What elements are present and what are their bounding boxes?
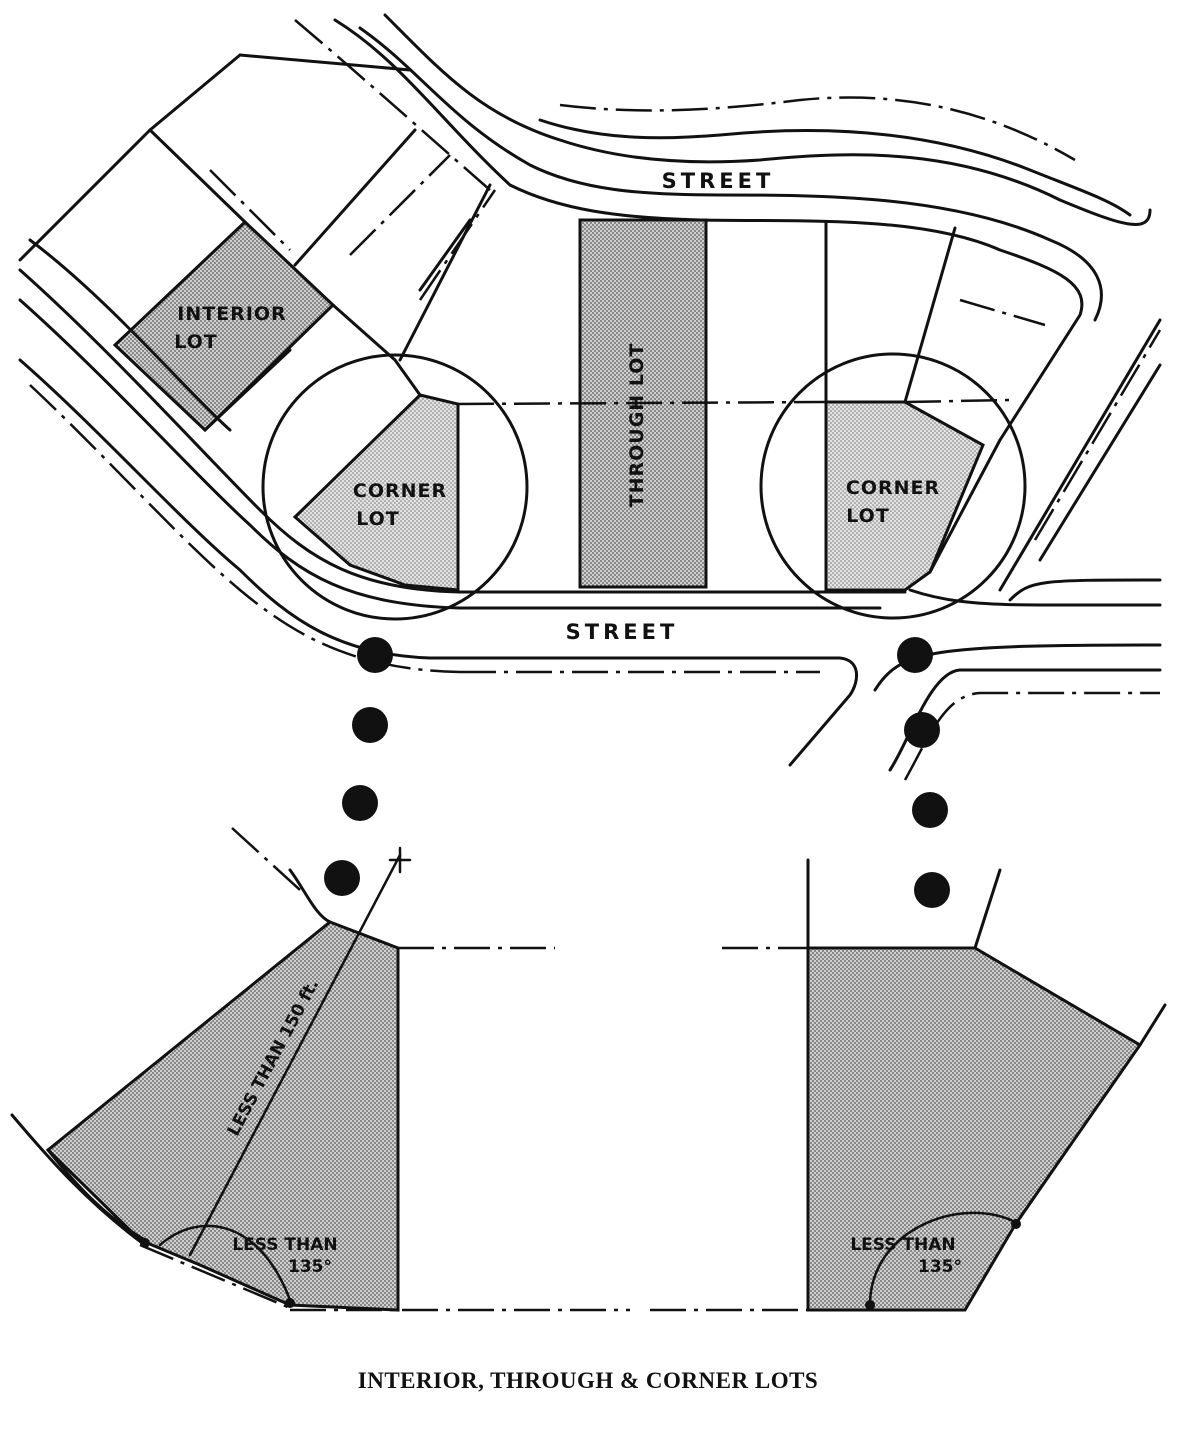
detail-right-street-line bbox=[1138, 1003, 1167, 1047]
corner-highlight-circle-right bbox=[759, 352, 1027, 620]
right-property-dash bbox=[1033, 329, 1162, 541]
lot-line bbox=[331, 303, 397, 362]
detail-left-angle-label-2: 135° bbox=[288, 1257, 332, 1277]
lower-street-edge-right bbox=[928, 438, 1002, 574]
upper-street-far-edge bbox=[383, 13, 1152, 226]
connector-dot bbox=[897, 637, 933, 673]
corner-highlight-circle-left bbox=[261, 353, 529, 621]
lot-line bbox=[349, 154, 451, 256]
lot-line bbox=[398, 183, 492, 362]
upper-street-label: STREET bbox=[662, 169, 775, 193]
connector-dot bbox=[914, 872, 950, 908]
corner-lot-left-label-1: CORNER bbox=[353, 480, 447, 502]
left-property-line bbox=[29, 384, 461, 674]
interior-lot-shape bbox=[112, 219, 336, 433]
interior-lot-label-2: LOT bbox=[174, 331, 218, 353]
right-vertical-street bbox=[998, 318, 1162, 592]
connector-dot bbox=[342, 785, 378, 821]
detail-right-angle-label-1: LESS THAN bbox=[850, 1235, 955, 1255]
lot-line bbox=[148, 128, 247, 224]
connector-dot bbox=[324, 860, 360, 896]
detail-left-lot-shape bbox=[45, 920, 400, 1312]
lot-line bbox=[903, 226, 957, 404]
lot-line bbox=[238, 53, 412, 72]
connector-dot bbox=[912, 792, 948, 828]
detail-left: LESS THAN 150 ft. LESS THAN 135° bbox=[10, 827, 630, 1312]
lot-line bbox=[393, 358, 422, 397]
left-street-edge-2 bbox=[18, 298, 462, 610]
detail-right-angle-point bbox=[865, 1300, 875, 1310]
upper-street-edge-inner bbox=[333, 18, 1084, 442]
through-lot-label: THROUGH LOT bbox=[626, 343, 648, 508]
detail-left-angle-point bbox=[140, 1238, 150, 1248]
detail-right-lot-shape bbox=[806, 946, 1143, 1312]
lot-line bbox=[959, 298, 1046, 327]
detail-left-angle-point bbox=[285, 1298, 295, 1308]
lot-line bbox=[418, 218, 472, 292]
zoom-connector-dots bbox=[324, 637, 950, 908]
lot-line bbox=[203, 348, 292, 432]
detail-right-side-line bbox=[973, 868, 1002, 950]
corner-lot-left-label-2: LOT bbox=[356, 508, 400, 530]
detail-left-bottom-line bbox=[139, 1243, 291, 1310]
detail-left-curb bbox=[10, 1113, 147, 1247]
upper-property-line-right bbox=[559, 96, 1076, 162]
lot-line bbox=[418, 189, 497, 301]
detail-right-angle-point bbox=[1011, 1219, 1021, 1229]
right-street-edge-2 bbox=[908, 588, 1162, 607]
rear-lot-line bbox=[457, 400, 827, 406]
lot-line bbox=[148, 53, 242, 132]
connector-dot bbox=[352, 707, 388, 743]
lower-street-edge-bottom bbox=[428, 656, 859, 767]
left-street-edge bbox=[18, 268, 462, 594]
lot-line bbox=[293, 128, 417, 267]
detail-left-angle-arc bbox=[158, 1224, 292, 1302]
detail-right-angle-label-2: 135° bbox=[918, 1257, 962, 1277]
figure-caption: INTERIOR, THROUGH & CORNER LOTS bbox=[358, 1368, 818, 1393]
detail-left-radius-line bbox=[188, 853, 402, 1257]
top-plan: STREET STREET INTERIOR LOT THROUGH LOT C… bbox=[18, 13, 1162, 781]
right-vertical-street-2 bbox=[1038, 363, 1162, 562]
upper-property-line bbox=[294, 19, 491, 191]
right-property-line bbox=[903, 691, 1160, 781]
detail-right: LESS THAN 135° bbox=[650, 858, 1167, 1312]
detail-right-angle-arc bbox=[868, 1211, 1017, 1307]
upper-street-edge-outer bbox=[358, 26, 1103, 322]
connector-dot bbox=[904, 712, 940, 748]
right-street-edge-3 bbox=[873, 643, 1162, 692]
left-street-far-edge bbox=[28, 238, 232, 432]
detail-left-angle-label-1: LESS THAN bbox=[232, 1235, 337, 1255]
lot-line bbox=[209, 169, 291, 251]
connector-dot bbox=[357, 637, 393, 673]
detail-left-corner-curve bbox=[288, 868, 332, 924]
right-street-edge-4 bbox=[888, 668, 1162, 772]
detail-left-property-line bbox=[231, 827, 301, 891]
corner-lot-right-label-2: LOT bbox=[846, 505, 890, 527]
corner-lot-right-label-1: CORNER bbox=[846, 477, 940, 499]
left-street-edge-3 bbox=[18, 358, 432, 660]
interior-lot-label-1: INTERIOR bbox=[177, 303, 286, 325]
lower-street-label: STREET bbox=[566, 620, 679, 644]
upper-street-far-edge-2 bbox=[538, 118, 1132, 217]
lot-line bbox=[39, 129, 151, 241]
right-street-edge bbox=[1008, 578, 1162, 602]
